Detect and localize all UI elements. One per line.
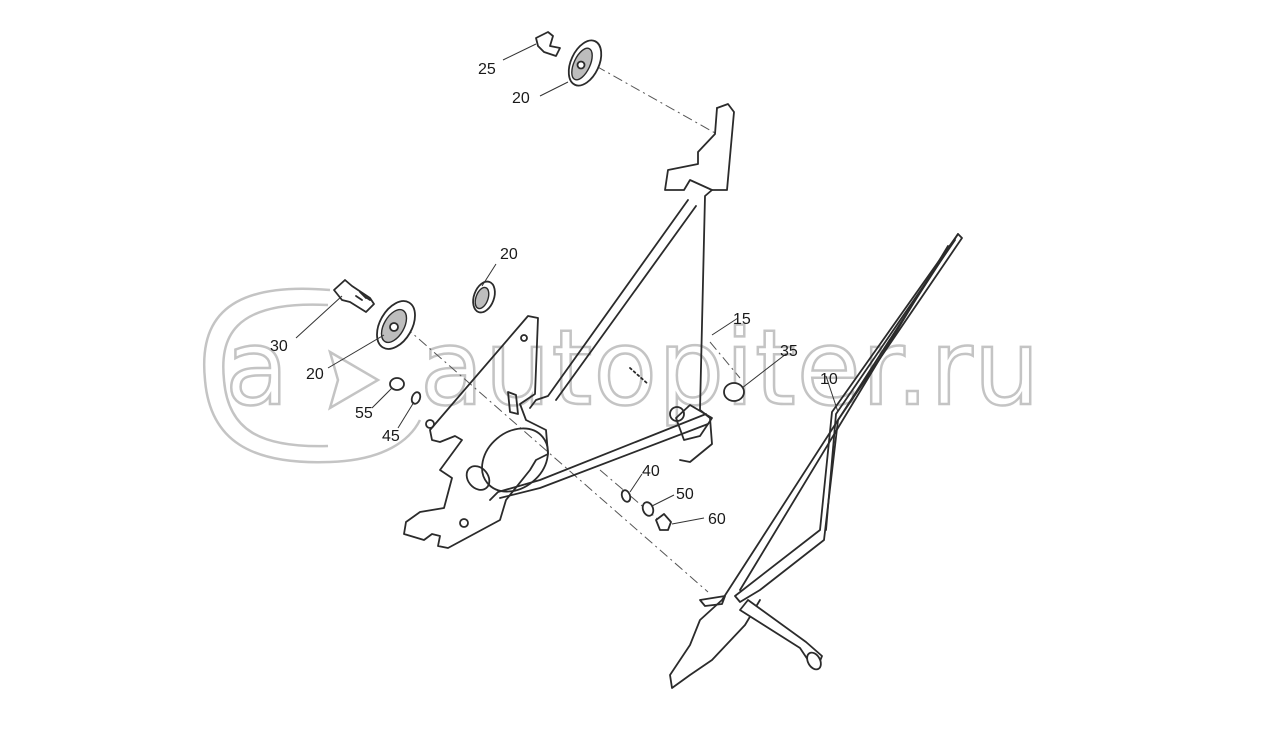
callout-55: 55 — [355, 405, 373, 422]
part-50-washer — [641, 501, 655, 517]
watermark: a autopiter.ru — [203, 287, 1041, 464]
callout-labels: 25 20 20 20 30 15 35 10 55 45 40 50 60 — [270, 61, 838, 528]
part-20-roller-top — [567, 39, 603, 87]
callout-20-top: 20 — [512, 90, 530, 107]
part-60-bushing — [655, 513, 672, 531]
part-45-washer — [410, 391, 422, 405]
part-25-pin — [535, 31, 561, 57]
part-55-nut — [389, 377, 405, 391]
centerline-roller — [709, 341, 741, 379]
part-20-roller-left — [376, 300, 416, 350]
watermark-logo-ring — [203, 287, 422, 464]
watermark-logo-chevron — [327, 349, 381, 411]
callout-25: 25 — [478, 61, 496, 78]
part-20-roller-mid — [472, 280, 496, 314]
part-40-washer — [620, 489, 632, 503]
callout-20-left: 20 — [306, 366, 324, 383]
callout-20-mid: 20 — [500, 246, 518, 263]
centerline-top — [595, 65, 716, 134]
callout-45: 45 — [382, 428, 400, 445]
part-35-roller — [723, 382, 745, 402]
callout-10: 10 — [820, 371, 838, 388]
callout-40: 40 — [642, 463, 660, 480]
mounting-plate — [403, 315, 549, 549]
centerline-bushing — [599, 469, 669, 529]
callout-15: 15 — [733, 311, 751, 328]
watermark-text: autopiter.ru — [420, 307, 1041, 429]
part-15-regulator-arm — [489, 103, 735, 501]
callout-35: 35 — [780, 343, 798, 360]
callout-60: 60 — [708, 511, 726, 528]
part-30-bolt — [333, 279, 375, 313]
assembly-centerlines — [403, 65, 741, 593]
leader-lines — [295, 43, 839, 525]
watermark-logo-ring-inner — [222, 303, 329, 448]
callout-50: 50 — [676, 486, 694, 503]
callout-30: 30 — [270, 338, 288, 355]
watermark-logo-a: a — [225, 307, 290, 429]
centerline-main — [403, 325, 709, 593]
part-10-guide-rail — [669, 233, 963, 689]
